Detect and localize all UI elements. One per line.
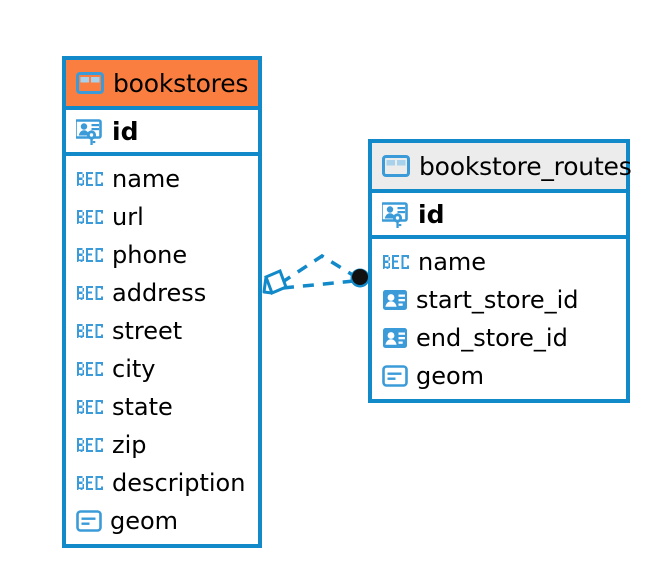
primary-key-row-bookstores[interactable]: id: [66, 110, 258, 156]
abc-text-icon: [76, 247, 104, 263]
field-row-street[interactable]: street: [66, 312, 258, 350]
field-row-geom[interactable]: geom: [66, 502, 258, 540]
table-icon: [382, 155, 410, 177]
foreign-key-icon: [382, 288, 408, 312]
abc-text-icon: [76, 437, 104, 453]
field-row-start-store-id[interactable]: start_store_id: [372, 281, 626, 319]
field-label-name: name: [112, 165, 181, 193]
field-label-phone: phone: [112, 241, 188, 269]
abc-text-icon: [76, 361, 104, 377]
field-label-name: name: [418, 248, 487, 276]
field-row-end-store-id[interactable]: end_store_id: [372, 319, 626, 357]
field-label-end-store-id: end_store_id: [416, 324, 568, 352]
abc-text-icon: [76, 323, 104, 339]
field-row-city[interactable]: city: [66, 350, 258, 388]
field-row-geom[interactable]: geom: [372, 357, 626, 395]
field-label-city: city: [112, 355, 156, 383]
relationship-diamond-marker[interactable]: [262, 269, 288, 295]
field-label-address: address: [112, 279, 207, 307]
entity-header-bookstores[interactable]: bookstores: [66, 60, 258, 110]
primary-key-icon: [76, 118, 104, 145]
field-label-state: state: [112, 393, 173, 421]
field-list-bookstores: name url: [66, 156, 258, 544]
abc-text-icon: [76, 209, 104, 225]
field-label-url: url: [112, 203, 144, 231]
field-row-phone[interactable]: phone: [66, 236, 258, 274]
relationship-line-upper[interactable]: [280, 253, 357, 285]
abc-text-icon: [382, 254, 410, 270]
primary-key-label-bookstore-routes: id: [418, 199, 445, 229]
entity-table-bookstores[interactable]: bookstores id: [62, 56, 262, 548]
field-row-url[interactable]: url: [66, 198, 258, 236]
abc-text-icon: [76, 475, 104, 491]
field-list-bookstore-routes: name start_store_id: [372, 239, 626, 399]
field-label-zip: zip: [112, 431, 147, 459]
relationship-line-lower[interactable]: [282, 279, 355, 290]
entity-header-bookstore-routes[interactable]: bookstore_routes: [372, 143, 632, 193]
field-row-state[interactable]: state: [66, 388, 258, 426]
abc-text-icon: [76, 285, 104, 301]
field-row-description[interactable]: description: [66, 464, 258, 502]
table-icon: [76, 72, 104, 94]
entity-title-bookstores: bookstores: [113, 68, 249, 98]
abc-text-icon: [76, 399, 104, 415]
primary-key-icon: [382, 201, 410, 228]
primary-key-label-bookstores: id: [112, 116, 139, 146]
abc-text-icon: [76, 171, 104, 187]
field-label-street: street: [112, 317, 183, 345]
field-label-description: description: [112, 469, 246, 497]
foreign-key-icon: [382, 326, 408, 350]
primary-key-row-bookstore-routes[interactable]: id: [372, 193, 626, 239]
field-label-start-store-id: start_store_id: [416, 286, 579, 314]
field-row-name[interactable]: name: [372, 243, 626, 281]
geometry-icon: [76, 510, 102, 532]
field-label-geom: geom: [110, 507, 179, 535]
field-row-name[interactable]: name: [66, 160, 258, 198]
filled-circle-marker[interactable]: [350, 268, 370, 288]
field-row-zip[interactable]: zip: [66, 426, 258, 464]
field-row-address[interactable]: address: [66, 274, 258, 312]
entity-table-bookstore-routes[interactable]: bookstore_routes id: [368, 139, 632, 403]
geometry-icon: [382, 365, 408, 387]
entity-title-bookstore-routes: bookstore_routes: [419, 151, 632, 181]
field-label-geom: geom: [416, 362, 485, 390]
